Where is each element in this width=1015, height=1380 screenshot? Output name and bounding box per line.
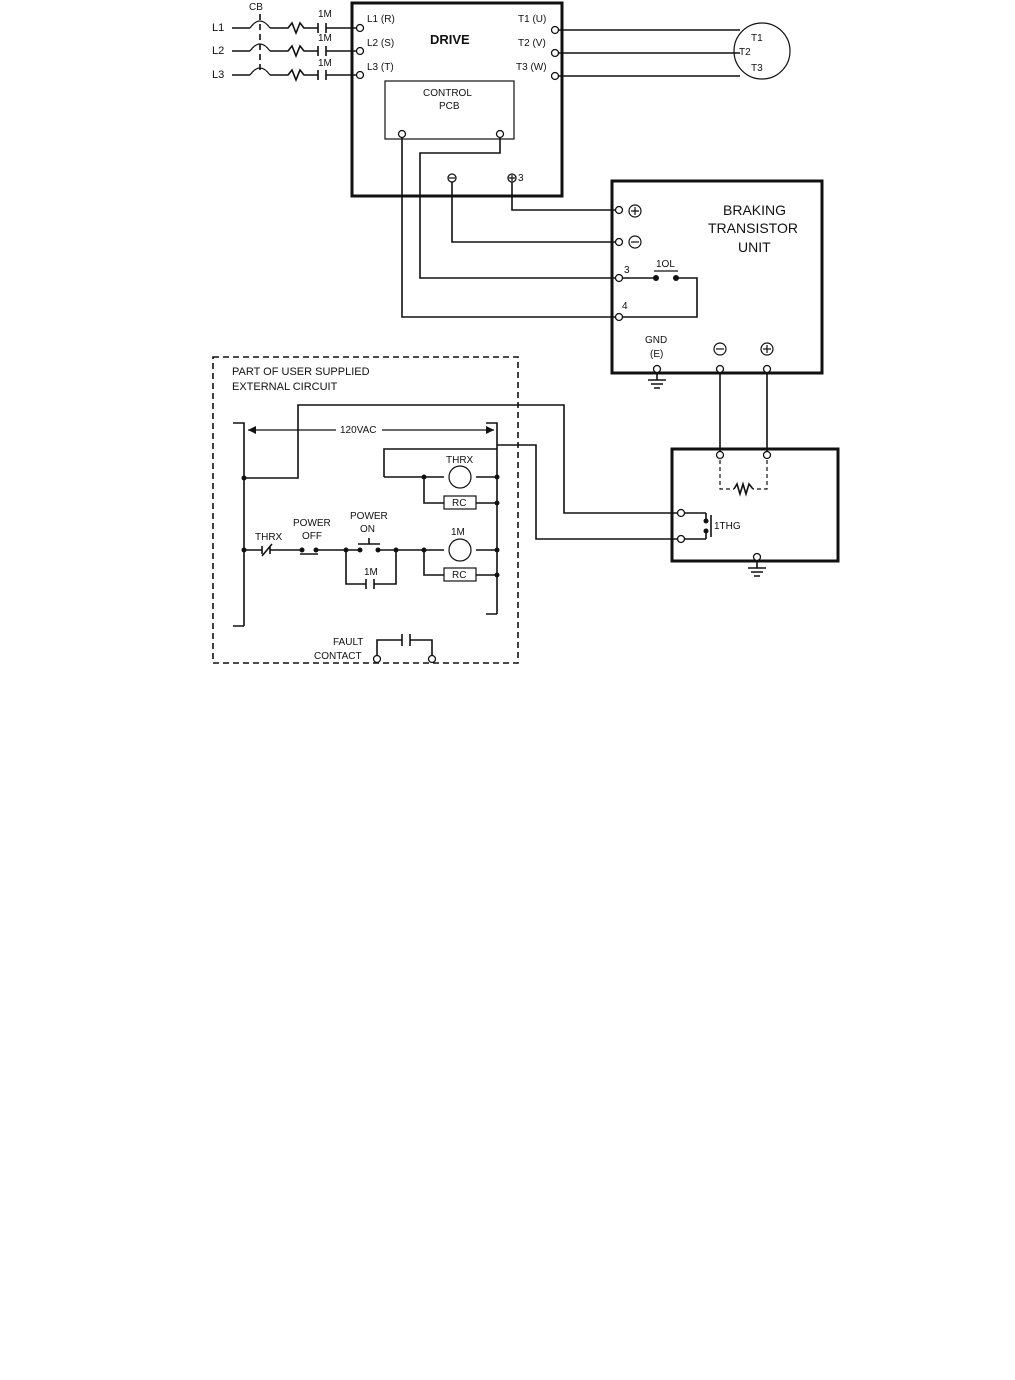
rc-label-2: RC xyxy=(452,570,466,581)
motor-terminal-t2: T2 xyxy=(739,47,751,58)
thrx-coil xyxy=(448,465,472,489)
resistor-symbol xyxy=(733,481,754,497)
braking-gnd-label: GND xyxy=(645,335,667,346)
drive-output-t2: T2 (V) xyxy=(518,38,546,49)
braking-ground-icon xyxy=(648,364,666,389)
external-title-1: PART OF USER SUPPLIED xyxy=(232,366,370,378)
power-on-label-1: POWER xyxy=(350,511,388,522)
dc-bus-wiring xyxy=(401,138,615,318)
breaker-label: CB xyxy=(249,2,263,13)
braking-output-plus xyxy=(760,342,774,356)
line-label-l2: L2 xyxy=(212,45,224,57)
drive-title: DRIVE xyxy=(430,32,470,47)
rc-label-1: RC xyxy=(452,498,466,509)
thermostat-label: 1THG xyxy=(714,521,741,532)
motor-symbol xyxy=(733,22,791,80)
fault-contact-label-2: CONTACT xyxy=(314,651,362,662)
braking-terminal-4: 4 xyxy=(622,301,628,312)
contactor-label-3: 1M xyxy=(318,58,332,69)
braking-title-3: UNIT xyxy=(738,239,771,255)
braking-plus-symbol xyxy=(628,204,642,218)
drive-input-l3: L3 (T) xyxy=(367,62,394,73)
line-label-l1: L1 xyxy=(212,22,224,34)
braking-title-2: TRANSISTOR xyxy=(708,220,798,236)
m-coil-label: 1M xyxy=(451,527,465,538)
resistor-ground-icon xyxy=(748,552,766,577)
braking-output-minus xyxy=(713,342,727,356)
thermostat-wire-a xyxy=(244,404,678,514)
power-off-label-2: OFF xyxy=(302,531,322,542)
braking-terminal-3: 3 xyxy=(624,265,630,276)
line-inputs: L1 L2 L3 CB 1M 1M 1M xyxy=(212,2,358,83)
external-circuit: PART OF USER SUPPLIED EXTERNAL CIRCUIT 1… xyxy=(212,356,678,664)
line-wire-l1 xyxy=(232,21,358,36)
right-rail xyxy=(486,422,498,615)
power-off-label-1: POWER xyxy=(293,518,331,529)
line-wire-l2 xyxy=(232,44,358,59)
braking-unit-box xyxy=(610,179,824,375)
drive-box xyxy=(350,1,564,198)
overload-wiring xyxy=(623,277,698,318)
external-circuit-border xyxy=(212,356,519,664)
contactor-label-1: 1M xyxy=(318,9,332,20)
drive-dc-terminal-3: 3 xyxy=(518,173,524,184)
line-label-l3: L3 xyxy=(212,69,224,81)
thermostat-wire-b xyxy=(497,444,678,540)
fault-contact-label-1: FAULT xyxy=(333,637,363,648)
fault-contact xyxy=(376,639,433,655)
control-pcb-label-1: CONTROL xyxy=(423,88,472,99)
power-on-label-2: ON xyxy=(360,524,375,535)
braking-title-1: BRAKING xyxy=(723,202,786,218)
drive-unit: DRIVE L1 (R) L2 (S) L3 (T) T1 (U) T2 (V)… xyxy=(350,1,564,198)
rc-suppressor-2 xyxy=(443,567,477,582)
drive-output-t1: T1 (U) xyxy=(518,14,546,25)
braking-transistor-unit: BRAKING TRANSISTOR UNIT 3 4 1OL GND (E) xyxy=(610,179,824,389)
motor-terminal-t3: T3 xyxy=(751,63,763,74)
braking-resistor-unit: 1THG xyxy=(670,373,840,577)
resistor-box xyxy=(670,447,840,563)
braking-gnd-e-label: (E) xyxy=(650,349,663,360)
m-coil xyxy=(448,538,472,562)
motor: T1 T2 T3 xyxy=(559,22,791,80)
m-contact-label: 1M xyxy=(364,567,378,578)
contactor-label-2: 1M xyxy=(318,33,332,44)
m-seal-in-contact xyxy=(365,579,375,589)
drive-output-t3: T3 (W) xyxy=(516,62,547,73)
supply-voltage-label: 120VAC xyxy=(340,425,377,436)
overload-label: 1OL xyxy=(656,259,675,270)
braking-minus-symbol xyxy=(628,235,642,249)
thrx-contact xyxy=(261,543,273,557)
rc-suppressor-1 xyxy=(443,495,477,510)
motor-terminal-t1: T1 xyxy=(751,33,763,44)
main-contactor-contacts xyxy=(317,23,327,80)
thrx-coil-label: THRX xyxy=(446,455,474,466)
control-pcb-box xyxy=(384,80,515,140)
control-pcb-label-2: PCB xyxy=(439,101,460,112)
line-wire-l3 xyxy=(232,68,358,83)
thrx-contact-label: THRX xyxy=(255,532,283,543)
drive-input-l1: L1 (R) xyxy=(367,14,395,25)
power-on-button xyxy=(358,538,380,545)
external-title-2: EXTERNAL CIRCUIT xyxy=(232,381,338,393)
drive-input-l2: L2 (S) xyxy=(367,38,394,49)
left-rail xyxy=(233,422,245,627)
